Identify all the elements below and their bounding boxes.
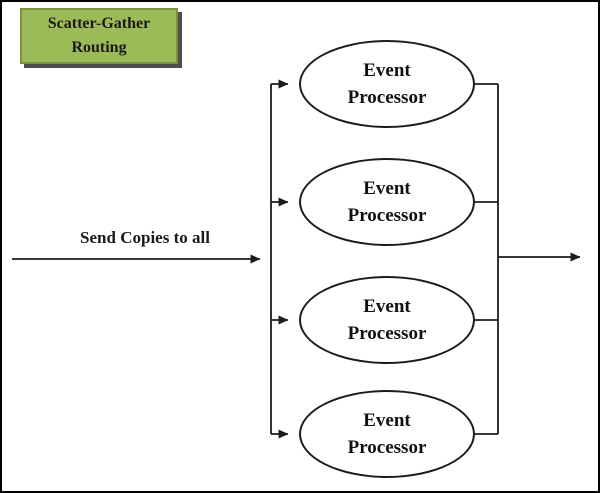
title-line-1: Scatter-Gather: [47, 15, 151, 32]
node-label-line: Processor: [347, 205, 427, 226]
event-processor-node-4: Event Processor: [299, 390, 475, 478]
node-label-line: Processor: [347, 323, 427, 344]
node-label-line: Processor: [347, 87, 427, 108]
node-label-line: Event: [363, 178, 411, 199]
routing-pattern-title-box: Scatter-Gather Routing: [20, 8, 178, 64]
event-processor-node-1: Event Processor: [299, 40, 475, 128]
node-label-line: Event: [363, 60, 411, 81]
node-label-line: Event: [363, 410, 411, 431]
event-processor-node-3: Event Processor: [299, 276, 475, 364]
input-arrow-label: Send Copies to all: [80, 228, 210, 247]
node-label-line: Processor: [347, 437, 427, 458]
title-line-2: Routing: [71, 39, 127, 56]
node-label-line: Event: [363, 296, 411, 317]
event-processor-node-2: Event Processor: [299, 158, 475, 246]
